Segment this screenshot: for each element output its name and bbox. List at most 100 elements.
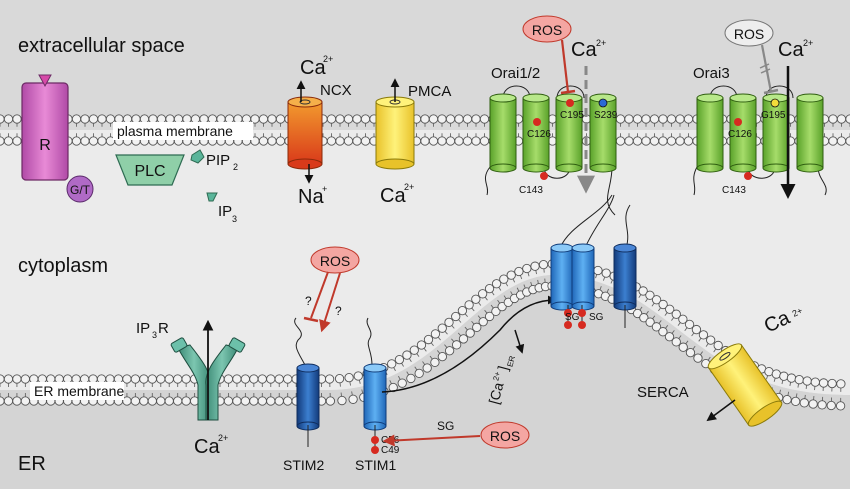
er-lipid-head [173, 396, 183, 406]
er-lipid-head [232, 396, 242, 406]
er-ca-label: [Ca 2+ ] ER [485, 355, 517, 406]
er-lipid-head [37, 374, 47, 384]
pm-lipid-head [275, 114, 286, 124]
er-lipid-head [249, 374, 259, 384]
er-lipid-head [266, 396, 276, 406]
er-lipid-head [139, 374, 149, 384]
er-lipid-head [0, 396, 5, 406]
er-lipid-head [664, 332, 675, 342]
er-lipid-head [786, 373, 797, 383]
ncx-ca-sup: 2+ [323, 54, 333, 64]
pm-lipid-head [615, 114, 626, 124]
er-lipid-head [826, 400, 836, 411]
er-lipid-head [181, 396, 191, 406]
er-lipid-head [139, 396, 149, 406]
er-ca-sup: 2+ [491, 370, 502, 381]
er-lipid-head [522, 263, 532, 274]
plc-label: PLC [134, 163, 165, 180]
pm-lipid-head [632, 114, 643, 124]
pmca-label: PMCA [408, 83, 451, 100]
stim2-tm [296, 363, 320, 431]
ip3r-label-end: R [158, 320, 169, 337]
er-lipid-head [130, 396, 141, 406]
er-lipid-head [337, 395, 347, 406]
orai12-ros-label: ROS [532, 22, 562, 38]
ip3r-channel: IP 3 R Ca 2+ [136, 319, 246, 458]
pm-lipid-head [156, 114, 167, 124]
pm-lipid-head [437, 114, 447, 124]
pm-lipid-head [547, 114, 558, 124]
orai12-label: Orai1/2 [491, 65, 540, 82]
er-ca-prefix: [Ca [485, 380, 506, 405]
er-lipid-head [266, 374, 276, 384]
er-lipid-head [639, 313, 649, 323]
pm-lipid-head [479, 114, 490, 124]
orai12-c195: C195 [560, 110, 584, 121]
er-lipid-head [181, 374, 191, 384]
pm-lipid-head [828, 114, 838, 124]
stim1-label: STIM1 [355, 457, 396, 473]
pm-lipid-head [165, 114, 175, 124]
er-lipid-head [430, 329, 441, 339]
er-lipid-head [232, 374, 242, 384]
plc: PLC PIP 2 IP 3 [115, 149, 238, 224]
er-lipid-head [113, 374, 124, 384]
pm-lipid-head [420, 114, 430, 124]
er-lipid-head [96, 374, 107, 384]
pm-lipid-head [71, 114, 82, 124]
stim1-jx-b [571, 243, 595, 311]
er-lipid-head [257, 374, 267, 384]
plasma-membrane-label: plasma membrane [117, 123, 233, 139]
er-lipid-head [20, 396, 31, 406]
orai3-helix [729, 93, 757, 173]
orai3-channel: C126 G195 C143 Orai3 Ca 2+ ROS [693, 19, 827, 199]
orai12-helix [489, 93, 517, 173]
pm-lipid-head [462, 136, 473, 146]
ip3r-ca-label: Ca [194, 436, 220, 458]
serca-pump [707, 343, 783, 427]
er-lipid-head [324, 374, 335, 384]
pm-lipid-head [148, 114, 158, 124]
pm-lipid-head [335, 114, 345, 124]
pm-lipid-head [326, 136, 337, 146]
pm-lipid-head [352, 136, 362, 146]
er-lipid-head [437, 323, 447, 333]
pm-lipid-head [360, 114, 371, 124]
pm-lipid-head [445, 114, 456, 124]
er-lipid-head [645, 317, 655, 327]
pm-lipid-head [428, 114, 439, 124]
er-lipid-head [164, 396, 174, 406]
region-cytoplasm-label: cytoplasm [18, 255, 108, 277]
er-lipid-head [397, 378, 407, 388]
plasma-membrane-label-bg [113, 122, 253, 140]
er-lipid-head [394, 355, 405, 365]
er-lipid-head [817, 400, 827, 410]
pm-lipid-head [649, 114, 660, 124]
stim-sg-left: SG [565, 312, 580, 323]
er-lipid-head [122, 374, 132, 384]
er-lipid-head [478, 317, 488, 327]
pm-lipid-head [0, 114, 5, 124]
serca-label: SERCA [637, 384, 689, 401]
pip2-label: PIP [206, 152, 230, 169]
er-lipid-head [790, 396, 801, 407]
er-lipid-head [223, 374, 234, 384]
ncx: Ca 2+ NCX Na + [287, 54, 352, 208]
pm-lipid-head [216, 114, 226, 124]
orai3-helix [762, 93, 790, 173]
er-lipid-head [274, 396, 284, 406]
ip3-sub: 3 [232, 214, 237, 224]
er-lipid-head [678, 342, 688, 352]
stim-ros-top-label: ROS [320, 253, 350, 269]
ncx-ca-label: Ca [300, 57, 326, 79]
er-lipid-head [472, 322, 482, 332]
ip3r-ca-sup: 2+ [218, 433, 228, 443]
stim2-label: STIM2 [283, 457, 324, 473]
er-lipid-head [29, 374, 39, 384]
er-lipid-head [164, 374, 174, 384]
orai12-channel: C126 C195 S239 C143 Orai1/2 Ca 2+ ROS [484, 15, 618, 216]
er-lipid-head [344, 373, 354, 383]
pm-lipid-head [97, 114, 107, 124]
